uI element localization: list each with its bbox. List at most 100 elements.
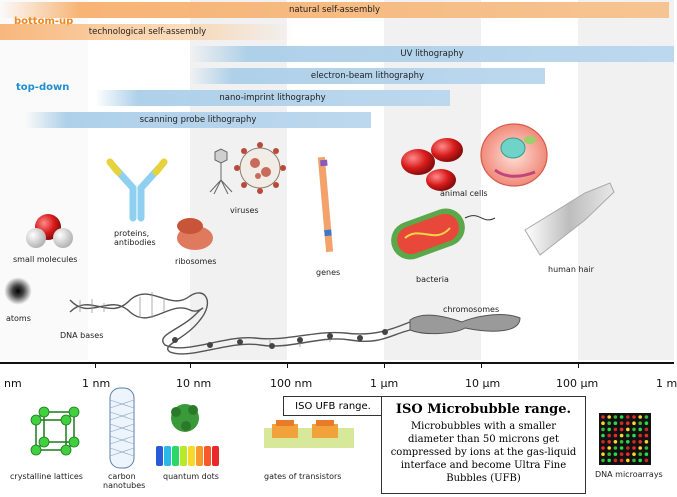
microarray-spot — [607, 452, 611, 456]
microarray-spot — [644, 421, 649, 425]
crystalline-lattices-label: crystalline lattices — [10, 472, 83, 481]
tick-label-100nm: 100 nm — [270, 377, 313, 390]
tick-mark — [190, 362, 191, 368]
microarray-spot — [638, 458, 642, 463]
microarray-spot — [607, 427, 611, 432]
dna-bases-label: DNA bases — [60, 331, 104, 340]
microarray-spot — [644, 440, 649, 444]
atom-icon — [4, 277, 32, 305]
chromosomes-label: chromosomes — [443, 305, 500, 314]
microarray-spot — [601, 458, 605, 463]
microarray-spot — [613, 446, 618, 450]
microarray-spot — [613, 415, 618, 419]
microarray-spot — [601, 440, 605, 444]
transistor-gates-icon — [264, 420, 354, 448]
chromosome-icon — [409, 314, 521, 335]
microarray-spot — [638, 427, 642, 432]
iso-microbubble-description: Microbubbles with a smaller diameter tha… — [390, 421, 577, 484]
microarray-spot — [619, 427, 624, 432]
microarray-spot — [638, 421, 642, 425]
gene-icon — [317, 156, 334, 253]
microarray-spot — [632, 421, 636, 425]
tick-label-100um: 100 µm — [556, 377, 599, 390]
microarray-spot — [632, 458, 636, 463]
microarray-spot — [607, 421, 611, 425]
microarray-spot — [619, 446, 624, 450]
microarray-spot — [638, 415, 642, 419]
microarray-spot — [613, 421, 618, 425]
microarray-spot — [601, 446, 605, 450]
microarray-spot — [619, 452, 624, 456]
microarray-spot — [607, 440, 611, 444]
microarray-spot — [619, 415, 624, 419]
red-blood-cells-icon — [401, 138, 463, 191]
microarray-spot — [601, 421, 605, 425]
microarray-spot — [626, 421, 630, 425]
microarray-spot — [626, 415, 630, 419]
microarray-spot — [601, 427, 605, 432]
top-down-label: top-down — [16, 82, 70, 93]
dna-microarrays-label: DNA microarrays — [595, 470, 663, 479]
microarray-spot — [632, 440, 636, 444]
microarray-spot — [626, 433, 630, 438]
microarray-spot — [644, 433, 649, 438]
tick-label-1nm: 1 nm — [82, 377, 111, 390]
bar-technological-self-assembly: technological self-assembly — [0, 24, 295, 40]
tick-mark — [384, 362, 385, 368]
microarray-spot — [638, 446, 642, 450]
proteins-label-line2: antibodies — [114, 238, 156, 247]
microarray-spot — [619, 421, 624, 425]
microarray-spot — [632, 446, 636, 450]
microarray-spot — [644, 458, 649, 463]
microarray-spot — [638, 452, 642, 456]
human-hair-label: human hair — [548, 265, 594, 274]
antibody-icon — [106, 158, 168, 222]
microarray-spot — [619, 458, 624, 463]
gates-of-transistors-label: gates of transistors — [264, 472, 342, 481]
carbon-nanotube-icon — [109, 387, 135, 469]
microarray-spot — [638, 433, 642, 438]
microarray-spot — [613, 452, 618, 456]
iso-microbubble-title: ISO Microbubble range. — [395, 402, 572, 417]
animal-cell-icon — [480, 123, 548, 187]
bar-uv-lithography: UV lithography — [190, 46, 674, 62]
coronavirus-icon — [234, 142, 286, 194]
microarray-spot — [626, 446, 630, 450]
tick-label-1um: 1 µm — [370, 377, 399, 390]
microarray-spot — [607, 415, 611, 419]
carbon-nanotubes-label-line2: nanotubes — [103, 481, 146, 490]
nucleosome-icon — [172, 329, 388, 349]
carbon-nanotubes-label-line1: carbon — [108, 472, 136, 481]
microarray-spot — [644, 415, 649, 419]
iso-ufb-range-box: ISO UFB range. — [283, 396, 383, 416]
microarray-spot — [626, 452, 630, 456]
microarray-spot — [601, 433, 605, 438]
animal-cells-label: animal cells — [440, 189, 488, 198]
viruses-label: viruses — [230, 206, 259, 215]
tick-label-nm: nm — [4, 377, 22, 390]
microarray-spot — [632, 415, 636, 419]
microarray-spot — [626, 427, 630, 432]
microarray-spot — [626, 440, 630, 444]
iso-microbubble-range-box: ISO Microbubble range. Microbubbles with… — [381, 396, 586, 494]
tick-mark — [95, 362, 96, 368]
microarray-spot — [607, 433, 611, 438]
bar-nano-imprint-lithography: nano-imprint lithography — [95, 90, 450, 106]
microarray-spot — [613, 458, 618, 463]
microarray-spot — [613, 427, 618, 432]
crystal-lattice-icon — [30, 406, 80, 456]
tick-label-1m: 1 m — [656, 377, 677, 390]
bar-scanning-probe-lithography: scanning probe lithography — [25, 112, 371, 128]
tick-mark — [578, 362, 579, 368]
microarray-spot — [613, 433, 618, 438]
quantum-dots-label: quantum dots — [163, 472, 219, 481]
bar-electron-beam-lithography: electron-beam lithography — [190, 68, 545, 84]
microarray-spot — [632, 452, 636, 456]
tick-label-10um: 10 µm — [465, 377, 501, 390]
bacterium-icon — [391, 208, 496, 260]
microarray-spot — [644, 446, 649, 450]
microarray-spot — [607, 446, 611, 450]
microarray-spot — [607, 458, 611, 463]
microarray-spot — [644, 427, 649, 432]
